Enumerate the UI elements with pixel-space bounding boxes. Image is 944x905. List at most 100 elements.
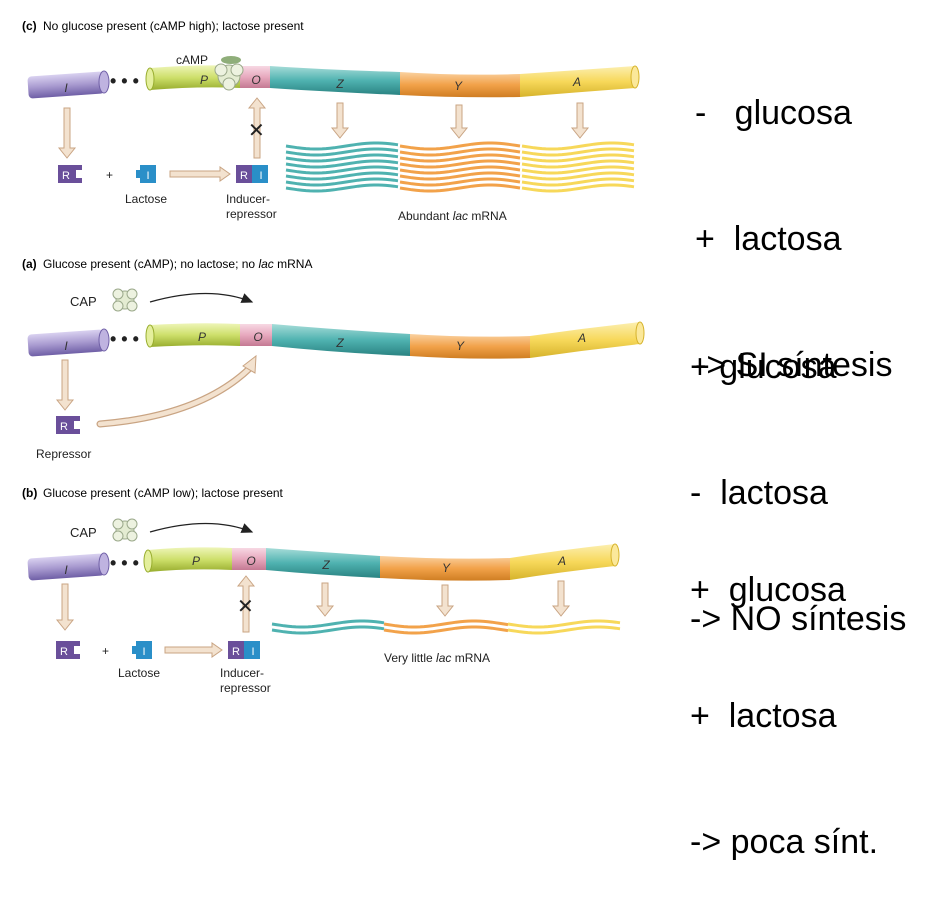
mrna-strand-a bbox=[521, 183, 635, 193]
svg-text:R: R bbox=[60, 646, 68, 658]
svg-text:I: I bbox=[64, 563, 68, 577]
svg-text:R: R bbox=[240, 170, 248, 182]
i-gene: I bbox=[27, 328, 110, 357]
svg-text:• • •: • • • bbox=[110, 329, 139, 349]
i-gene-label: I bbox=[64, 81, 68, 95]
cap-icon bbox=[112, 518, 138, 542]
mrna-strand-y bbox=[399, 159, 521, 169]
arrow-down-i bbox=[57, 107, 77, 159]
arrow-down-i bbox=[55, 583, 75, 631]
p-label: P bbox=[200, 73, 208, 87]
svg-text:I: I bbox=[251, 646, 254, 658]
note-c: - glucosa + lactosa -> SI síntesis bbox=[695, 8, 892, 428]
note-b-line-2: + lactosa bbox=[690, 697, 837, 735]
mrna-strand-z bbox=[285, 165, 399, 175]
mrna-strand-z bbox=[285, 159, 399, 169]
arrow-right bbox=[164, 642, 223, 658]
operon-strip: P O Z Y A bbox=[143, 543, 620, 581]
mrna-strand-a bbox=[507, 625, 621, 635]
svg-text:Y: Y bbox=[456, 339, 465, 353]
repressor-label: Repressor bbox=[36, 447, 91, 461]
repressor-icon: R bbox=[58, 165, 82, 183]
svg-text:R: R bbox=[60, 421, 68, 433]
cap-label-a: CAP bbox=[70, 294, 97, 309]
note-a: + glucosa - lactosa -> NO síntesis bbox=[690, 262, 906, 682]
svg-text:A: A bbox=[557, 554, 566, 568]
inducer-icon: I bbox=[132, 641, 152, 659]
z-label: Z bbox=[335, 77, 344, 91]
plus-sign: + bbox=[106, 168, 113, 182]
panel-c-title: No glucose present (cAMP high); lactose … bbox=[43, 19, 304, 33]
lac-operon-diagram: (c) No glucose present (cAMP high); lact… bbox=[22, 19, 645, 695]
note-b: + glucosa + lactosa -> poca sínt. bbox=[690, 485, 878, 905]
panel-c-letter: (c) bbox=[22, 19, 37, 33]
svg-text:I: I bbox=[259, 170, 262, 182]
y-label: Y bbox=[454, 79, 463, 93]
mrna-strand-z bbox=[285, 141, 399, 151]
panel-a: (a) Glucose present (cAMP); no lactose; … bbox=[22, 257, 645, 461]
camp-label: cAMP bbox=[176, 53, 208, 67]
svg-text:Z: Z bbox=[335, 336, 344, 350]
svg-text:Z: Z bbox=[321, 558, 330, 572]
arrow-right bbox=[169, 166, 231, 182]
mrna-label-c: Abundant lac mRNA bbox=[398, 209, 507, 223]
svg-text:I: I bbox=[146, 170, 149, 182]
panel-b: (b) Glucose present (cAMP low); lactose … bbox=[22, 486, 621, 695]
panel-b-letter: (b) bbox=[22, 486, 37, 500]
svg-text:Inducer-: Inducer- bbox=[220, 666, 264, 680]
mrna-strand-a bbox=[521, 147, 635, 157]
mrna-strand-a bbox=[521, 171, 635, 181]
inducer-icon: I bbox=[136, 165, 156, 183]
svg-text:• • •: • • • bbox=[110, 553, 139, 573]
mrna-strand-y bbox=[399, 183, 521, 193]
repressor-curve-arrow bbox=[96, 354, 257, 428]
cap-curve-arrow bbox=[149, 292, 254, 303]
note-a-line-1: + glucosa bbox=[690, 348, 837, 386]
lactose-label: Lactose bbox=[125, 192, 167, 206]
inducer-repressor-label-1: Inducer- bbox=[226, 192, 270, 206]
mrna-strand-z bbox=[285, 183, 399, 193]
note-a-line-3: -> NO síntesis bbox=[690, 600, 907, 638]
mrna-strand-a bbox=[521, 159, 635, 169]
svg-text:R: R bbox=[232, 646, 240, 658]
mrna-strand-z bbox=[285, 171, 399, 181]
operon-strip: P O Z Y A bbox=[145, 321, 645, 359]
panel-a-title: Glucose present (cAMP); no lactose; no l… bbox=[43, 257, 312, 271]
note-b-line-3: -> poca sínt. bbox=[690, 823, 879, 861]
repressor-icon: R bbox=[56, 641, 80, 659]
svg-text:A: A bbox=[577, 331, 586, 345]
arrow-up-blocked bbox=[247, 97, 267, 159]
o-label: O bbox=[251, 73, 260, 87]
panel-a-letter: (a) bbox=[22, 257, 37, 271]
mrna-strand-z bbox=[285, 153, 399, 163]
cap-camp-icon bbox=[214, 56, 244, 91]
blocked-x-icon: ✕ bbox=[248, 120, 265, 142]
mrna-strand-z bbox=[285, 177, 399, 187]
arrow-up-blocked bbox=[236, 575, 256, 633]
mrna-strand-z bbox=[271, 625, 385, 635]
cap-icon bbox=[112, 288, 138, 312]
mrna-strand-y bbox=[383, 625, 509, 635]
abundant-mrna bbox=[285, 141, 635, 193]
transcription-arrows bbox=[315, 580, 571, 617]
mrna-strand-a bbox=[521, 165, 635, 175]
mrna-strand-a bbox=[521, 177, 635, 187]
transcription-arrows bbox=[330, 102, 590, 139]
inducer-repressor-label-2: repressor bbox=[226, 207, 277, 221]
svg-text:Y: Y bbox=[442, 561, 451, 575]
i-gene: I bbox=[27, 70, 110, 99]
mrna-strand-y bbox=[399, 141, 521, 151]
mrna-strand-a bbox=[521, 141, 635, 151]
mrna-strand-z bbox=[285, 147, 399, 157]
mrna-strand-y bbox=[383, 619, 509, 629]
svg-text:O: O bbox=[253, 330, 262, 344]
inducer-repressor-icon: R I bbox=[228, 641, 260, 659]
dots: • • • bbox=[110, 71, 139, 91]
mrna-strand-y bbox=[399, 177, 521, 187]
i-gene: I bbox=[27, 552, 110, 581]
blocked-x-icon: ✕ bbox=[237, 596, 254, 618]
arrow-down-i bbox=[55, 359, 75, 411]
panel-c: (c) No glucose present (cAMP high); lact… bbox=[22, 19, 640, 223]
cap-label-b: CAP bbox=[70, 525, 97, 540]
cap-curve-arrow bbox=[149, 522, 254, 533]
